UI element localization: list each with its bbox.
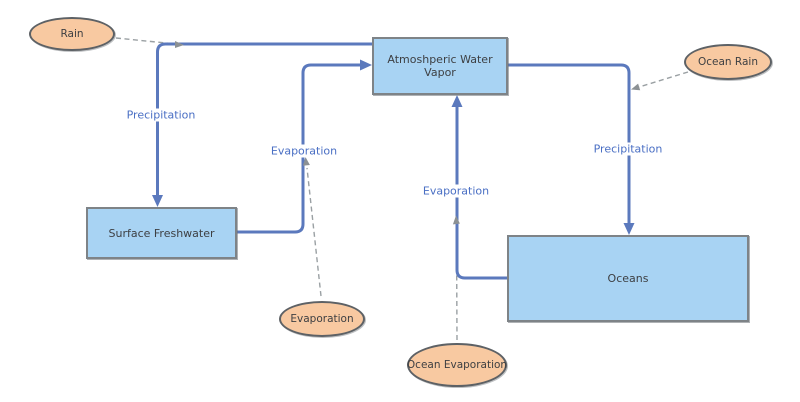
comment-connector-ocean-evaporation: [455, 227, 458, 341]
arrowhead-into-atmospheric-left: [360, 59, 372, 71]
edge-label-precipitation-left: Precipitation: [123, 108, 199, 122]
edge-precipitation-left: [156, 42, 372, 196]
edge-label-precipitation-right: Precipitation: [590, 142, 666, 156]
arrowhead-comment-ocean-evaporation: [452, 215, 460, 225]
arrowhead-comment-evaporation: [302, 157, 310, 166]
comment-connector-rain: [115, 37, 177, 45]
edge-label-evaporation-left: Evaporation: [267, 144, 341, 158]
arrowhead-comment-rain: [175, 41, 184, 48]
node-ocean-rain[interactable]: Ocean Rain: [684, 44, 772, 80]
arrowhead-into-surface-freshwater: [152, 195, 163, 207]
comment-connector-ocean-rain: [638, 71, 689, 88]
node-atmospheric-water-vapor-label: Atmoshperic Water Vapor: [387, 53, 493, 79]
node-atmospheric-water-vapor[interactable]: Atmoshperic Water Vapor: [372, 37, 508, 95]
node-oceans-label: Oceans: [607, 272, 649, 285]
node-surface-freshwater-label: Surface Freshwater: [108, 226, 215, 240]
node-evaporation-note[interactable]: Evaporation: [279, 301, 365, 337]
arrowhead-into-atmospheric-bottom: [451, 95, 463, 107]
node-ocean-evaporation-note[interactable]: Ocean Evaporation: [407, 343, 507, 387]
node-oceans[interactable]: Oceans: [507, 235, 749, 322]
node-evaporation-note-label: Evaporation: [290, 313, 354, 325]
node-ocean-rain-label: Ocean Rain: [698, 56, 758, 68]
edge-precipitation-right: [508, 63, 631, 224]
arrowhead-into-oceans: [623, 223, 635, 235]
node-rain-label: Rain: [60, 28, 84, 40]
arrowhead-comment-ocean-rain: [631, 83, 641, 91]
comment-connector-evaporation: [306, 167, 322, 297]
node-surface-freshwater[interactable]: Surface Freshwater: [86, 207, 237, 259]
node-rain[interactable]: Rain: [29, 17, 115, 51]
edge-evaporation-center: [455, 107, 507, 280]
edge-label-evaporation-center: Evaporation: [419, 184, 493, 198]
node-ocean-evaporation-note-label: Ocean Evaporation: [406, 359, 508, 371]
